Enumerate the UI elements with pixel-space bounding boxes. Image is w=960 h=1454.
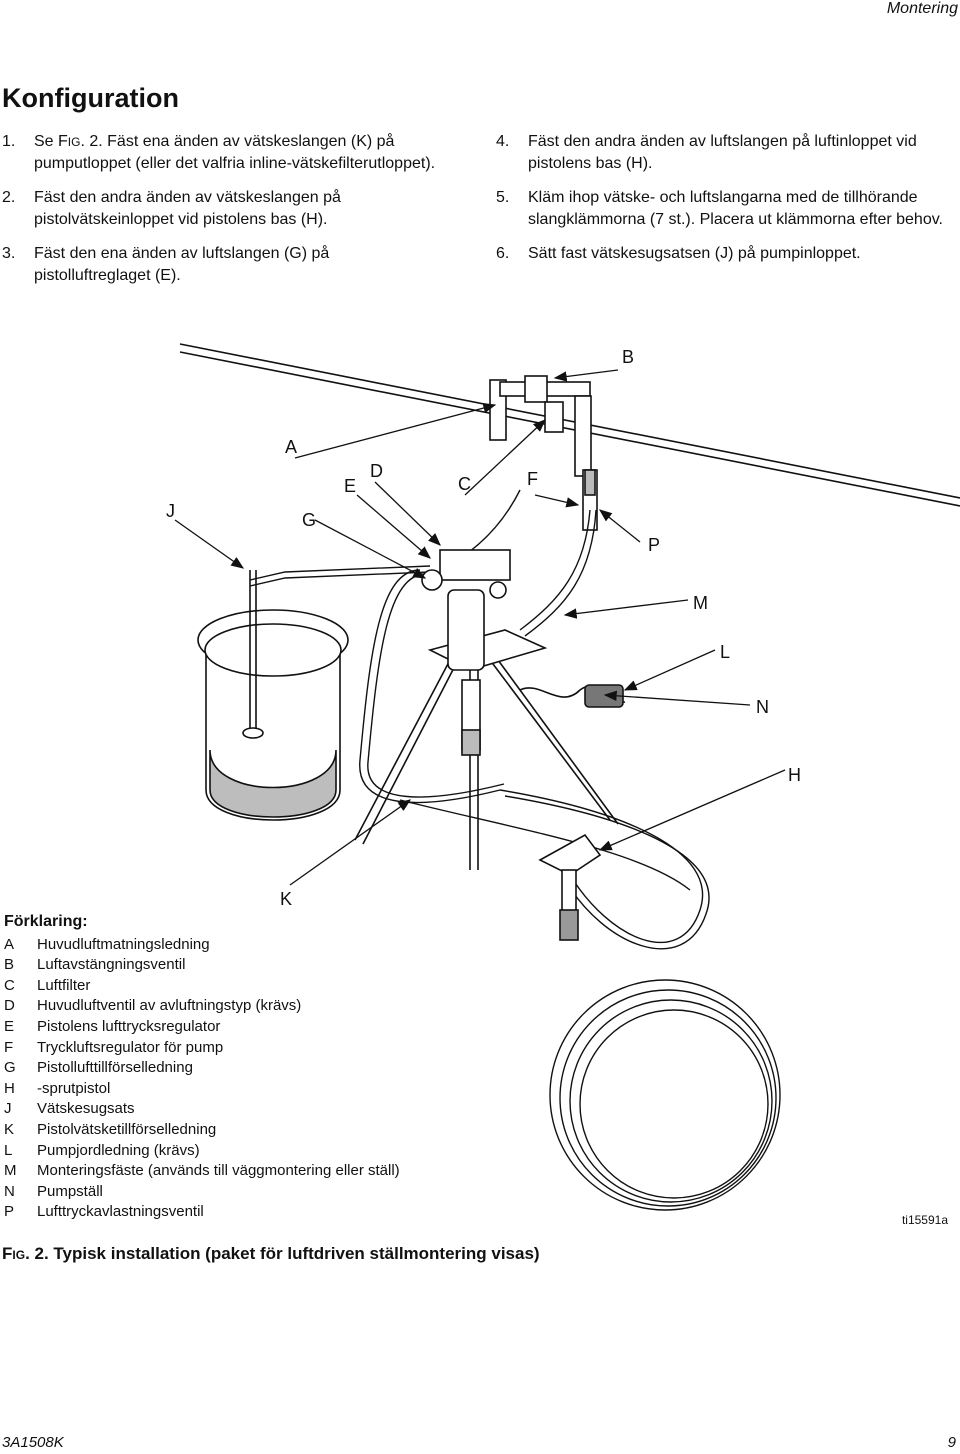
legend-key: K	[4, 1120, 15, 1138]
legend-label: Luftavstängningsventil	[37, 956, 186, 974]
legend-item: M Monteringsfäste (används till väggmonte…	[4, 1161, 400, 1182]
step-text-part: Se F	[34, 133, 68, 150]
legend-label: Lufttryckavlastningsventil	[37, 1203, 204, 1221]
callout-f: F	[527, 469, 538, 489]
step-text: Se FIG. 2. Fäst ena änden av vätskeslang…	[34, 131, 442, 175]
legend-label: -sprutpistol	[37, 1079, 111, 1097]
legend-label: Pistollufttillförselledning	[37, 1059, 193, 1077]
legend: Förklaring: A Huvudluftmatningsledning B L…	[4, 912, 400, 1223]
legend-label: Pistolens lufttrycksregulator	[37, 1017, 221, 1035]
legend-key: B	[4, 956, 15, 974]
step-text-part: . 2. Fäst ena änden av vätskeslangen (K)…	[34, 133, 436, 172]
caption-part: . 2. Typisk installation (paket för luft…	[25, 1244, 540, 1263]
step-text: Fäst den ena änden av luftslangen (G) på…	[34, 245, 330, 284]
legend-label: Pumpställ	[37, 1182, 103, 1200]
legend-key: F	[4, 1038, 14, 1056]
legend-item: J Vätskesugsats	[4, 1099, 400, 1120]
legend-key: G	[4, 1059, 16, 1077]
legend-label: Huvudluftmatningsledning	[37, 935, 210, 953]
legend-item: L Pumpjordledning (krävs)	[4, 1141, 400, 1162]
running-header: Montering	[886, 0, 958, 17]
pump-and-stand	[354, 549, 626, 870]
step-5: 5. Kläm ihop vätske- och luftslangarna m…	[496, 187, 958, 231]
figure-caption: FIG. 2. Typisk installation (paket för l…	[2, 1244, 540, 1264]
callout-leaders	[174, 369, 786, 886]
legend-item: K Pistolvätsketillförselledning	[4, 1120, 400, 1141]
legend-key: D	[4, 997, 15, 1015]
legend-item: H -sprutpistol	[4, 1079, 400, 1100]
legend-item: P Lufttryckavlastningsventil	[4, 1202, 400, 1223]
document-id: 3A1508K	[2, 1434, 64, 1451]
callout-d: D	[370, 461, 383, 481]
step-3: 3. Fäst den ena änden av luftslangen (G)…	[2, 243, 442, 287]
legend-key: J	[4, 1100, 12, 1118]
step-number: 6.	[496, 245, 510, 262]
legend-key: M	[4, 1162, 17, 1180]
step-6: 6. Sätt fast vätskesugsatsen (J) på pump…	[496, 243, 958, 265]
step-text: Fäst den andra änden av luftslangen på l…	[528, 133, 917, 172]
legend-label: Tryckluftsregulator för pump	[37, 1038, 224, 1056]
page-number: 9	[947, 1434, 956, 1451]
steps-left-column: 1. Se FIG. 2. Fäst ena änden av vätskesl…	[2, 131, 442, 299]
step-1: 1. Se FIG. 2. Fäst ena änden av vätskesl…	[2, 131, 442, 175]
callout-b: B	[622, 347, 634, 367]
legend-item: G Pistollufttillförselledning	[4, 1058, 400, 1079]
step-number: 4.	[496, 133, 510, 150]
step-text: Fäst den andra änden av vätskeslangen på…	[34, 189, 341, 228]
caption-smallcaps: IG	[12, 1248, 26, 1262]
step-text: Kläm ihop vätske- och luftslangarna med …	[528, 189, 943, 228]
section-heading: Konfiguration	[2, 83, 179, 113]
legend-label: Vätskesugsats	[37, 1100, 135, 1118]
legend-label: Pumpjordledning (krävs)	[37, 1141, 200, 1159]
legend-item: A Huvudluftmatningsledning	[4, 935, 400, 956]
step-4: 4. Fäst den andra änden av luftslangen p…	[496, 131, 958, 175]
legend-key: C	[4, 976, 15, 994]
callout-n: N	[756, 697, 769, 717]
legend-item: F Tryckluftsregulator för pump	[4, 1038, 400, 1059]
legend-key: L	[4, 1141, 13, 1159]
caption-part: F	[2, 1244, 13, 1263]
legend-key: P	[4, 1203, 15, 1221]
legend-key: H	[4, 1079, 15, 1097]
step-2: 2. Fäst den andra änden av vätskeslangen…	[2, 187, 442, 231]
legend-title: Förklaring:	[4, 913, 88, 930]
callout-j: J	[166, 501, 175, 521]
legend-item: N Pumpställ	[4, 1182, 400, 1203]
main-air-line	[179, 343, 960, 507]
legend-item: E Pistolens lufttrycksregulator	[4, 1017, 400, 1038]
installation-diagram: B A D E C F J G P M L N H K	[166, 343, 960, 1211]
legend-item: D Huvudluftventil av avluftningstyp (kräv…	[4, 996, 400, 1017]
callout-e: E	[344, 476, 356, 496]
step-number: 3.	[2, 245, 16, 262]
legend-label: Monteringsfäste (används till väggmonter…	[37, 1162, 400, 1180]
step-text: Sätt fast vätskesugsatsen (J) på pumpinl…	[528, 245, 861, 262]
step-number: 1.	[2, 133, 16, 150]
step-text-smallcaps: IG	[67, 135, 81, 149]
callout-a: A	[285, 437, 297, 457]
step-number: 5.	[496, 189, 510, 206]
air-valve-assembly	[489, 375, 598, 531]
fluid-bucket	[197, 570, 349, 821]
legend-key: E	[4, 1017, 15, 1035]
callout-c: C	[458, 474, 471, 494]
steps-right-column: 4. Fäst den andra änden av luftslangen p…	[496, 131, 958, 277]
legend-label: Pistolvätsketillförselledning	[37, 1120, 217, 1138]
callout-l: L	[720, 642, 730, 662]
legend-label: Huvudluftventil av avluftningstyp (krävs…	[37, 997, 302, 1015]
legend-key: A	[4, 935, 15, 953]
callout-h: H	[788, 765, 801, 785]
coiled-hose	[549, 979, 781, 1211]
callout-k: K	[280, 889, 292, 909]
spray-gun	[538, 833, 602, 941]
legend-item: B Luftavstängningsventil	[4, 955, 400, 976]
legend-key: N	[4, 1182, 15, 1200]
legend-item: C Luftfilter	[4, 976, 400, 997]
callout-p: P	[648, 535, 660, 555]
figure-reference-id: ti15591a	[901, 1213, 948, 1227]
step-number: 2.	[2, 189, 16, 206]
callout-m: M	[693, 593, 708, 613]
legend-label: Luftfilter	[37, 976, 91, 994]
callout-g: G	[302, 510, 316, 530]
